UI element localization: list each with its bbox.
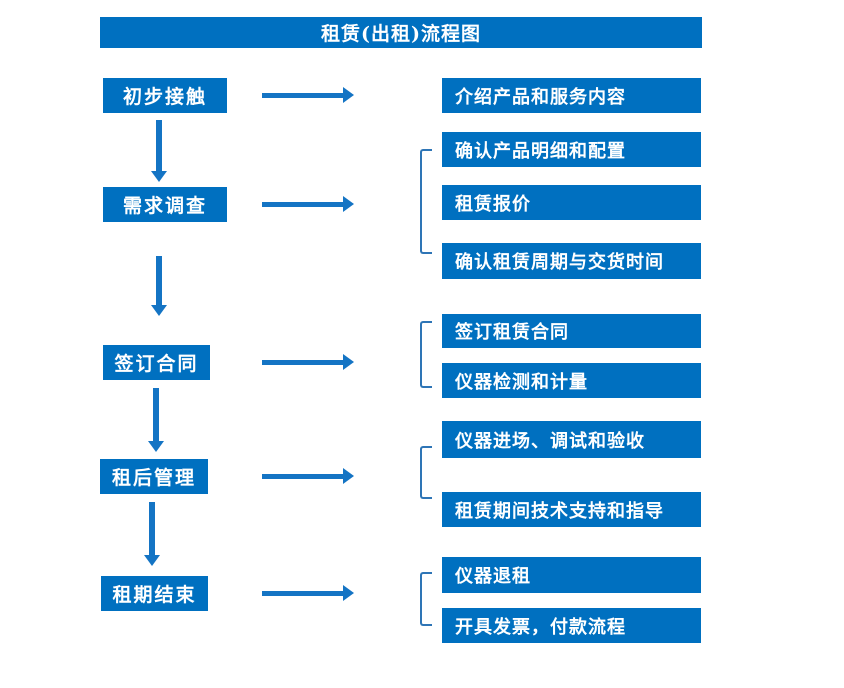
detail-box-invoice-payment: 开具发票，付款流程 — [442, 608, 701, 643]
step-box-post-rental-management: 租后管理 — [100, 459, 208, 494]
detail-box-intro-products-services: 介绍产品和服务内容 — [442, 78, 701, 113]
group-bracket-sign-contract — [420, 321, 432, 388]
detail-box-confirm-period-delivery: 确认租赁周期与交货时间 — [442, 243, 701, 279]
step-box-sign-contract: 签订合同 — [103, 345, 210, 380]
right-arrow-icon — [262, 354, 354, 370]
detail-box-tech-support: 租赁期间技术支持和指导 — [442, 492, 701, 527]
detail-box-instrument-setup-acceptance: 仪器进场、调试和验收 — [442, 421, 701, 458]
right-arrow-icon — [262, 196, 354, 212]
down-arrow-icon — [144, 502, 160, 566]
diagram-title: 租赁(出租)流程图 — [100, 17, 702, 48]
down-arrow-icon — [151, 120, 167, 182]
down-arrow-icon — [151, 256, 167, 316]
step-box-demand-survey: 需求调查 — [103, 187, 227, 222]
right-arrow-icon — [262, 87, 354, 103]
detail-box-instrument-inspection: 仪器检测和计量 — [442, 363, 701, 398]
down-arrow-icon — [148, 388, 164, 452]
right-arrow-icon — [262, 585, 354, 601]
right-arrow-icon — [262, 468, 354, 484]
group-bracket-post-rental — [420, 446, 432, 499]
group-bracket-demand-survey — [420, 149, 432, 254]
detail-box-sign-rental-contract: 签订租赁合同 — [442, 314, 701, 348]
detail-box-instrument-return: 仪器退租 — [442, 557, 701, 593]
group-bracket-rental-end — [420, 572, 432, 626]
detail-box-confirm-product-details: 确认产品明细和配置 — [442, 132, 701, 167]
detail-box-rental-quote: 租赁报价 — [442, 185, 701, 220]
step-box-initial-contact: 初步接触 — [103, 78, 227, 113]
step-box-rental-end: 租期结束 — [101, 576, 208, 611]
